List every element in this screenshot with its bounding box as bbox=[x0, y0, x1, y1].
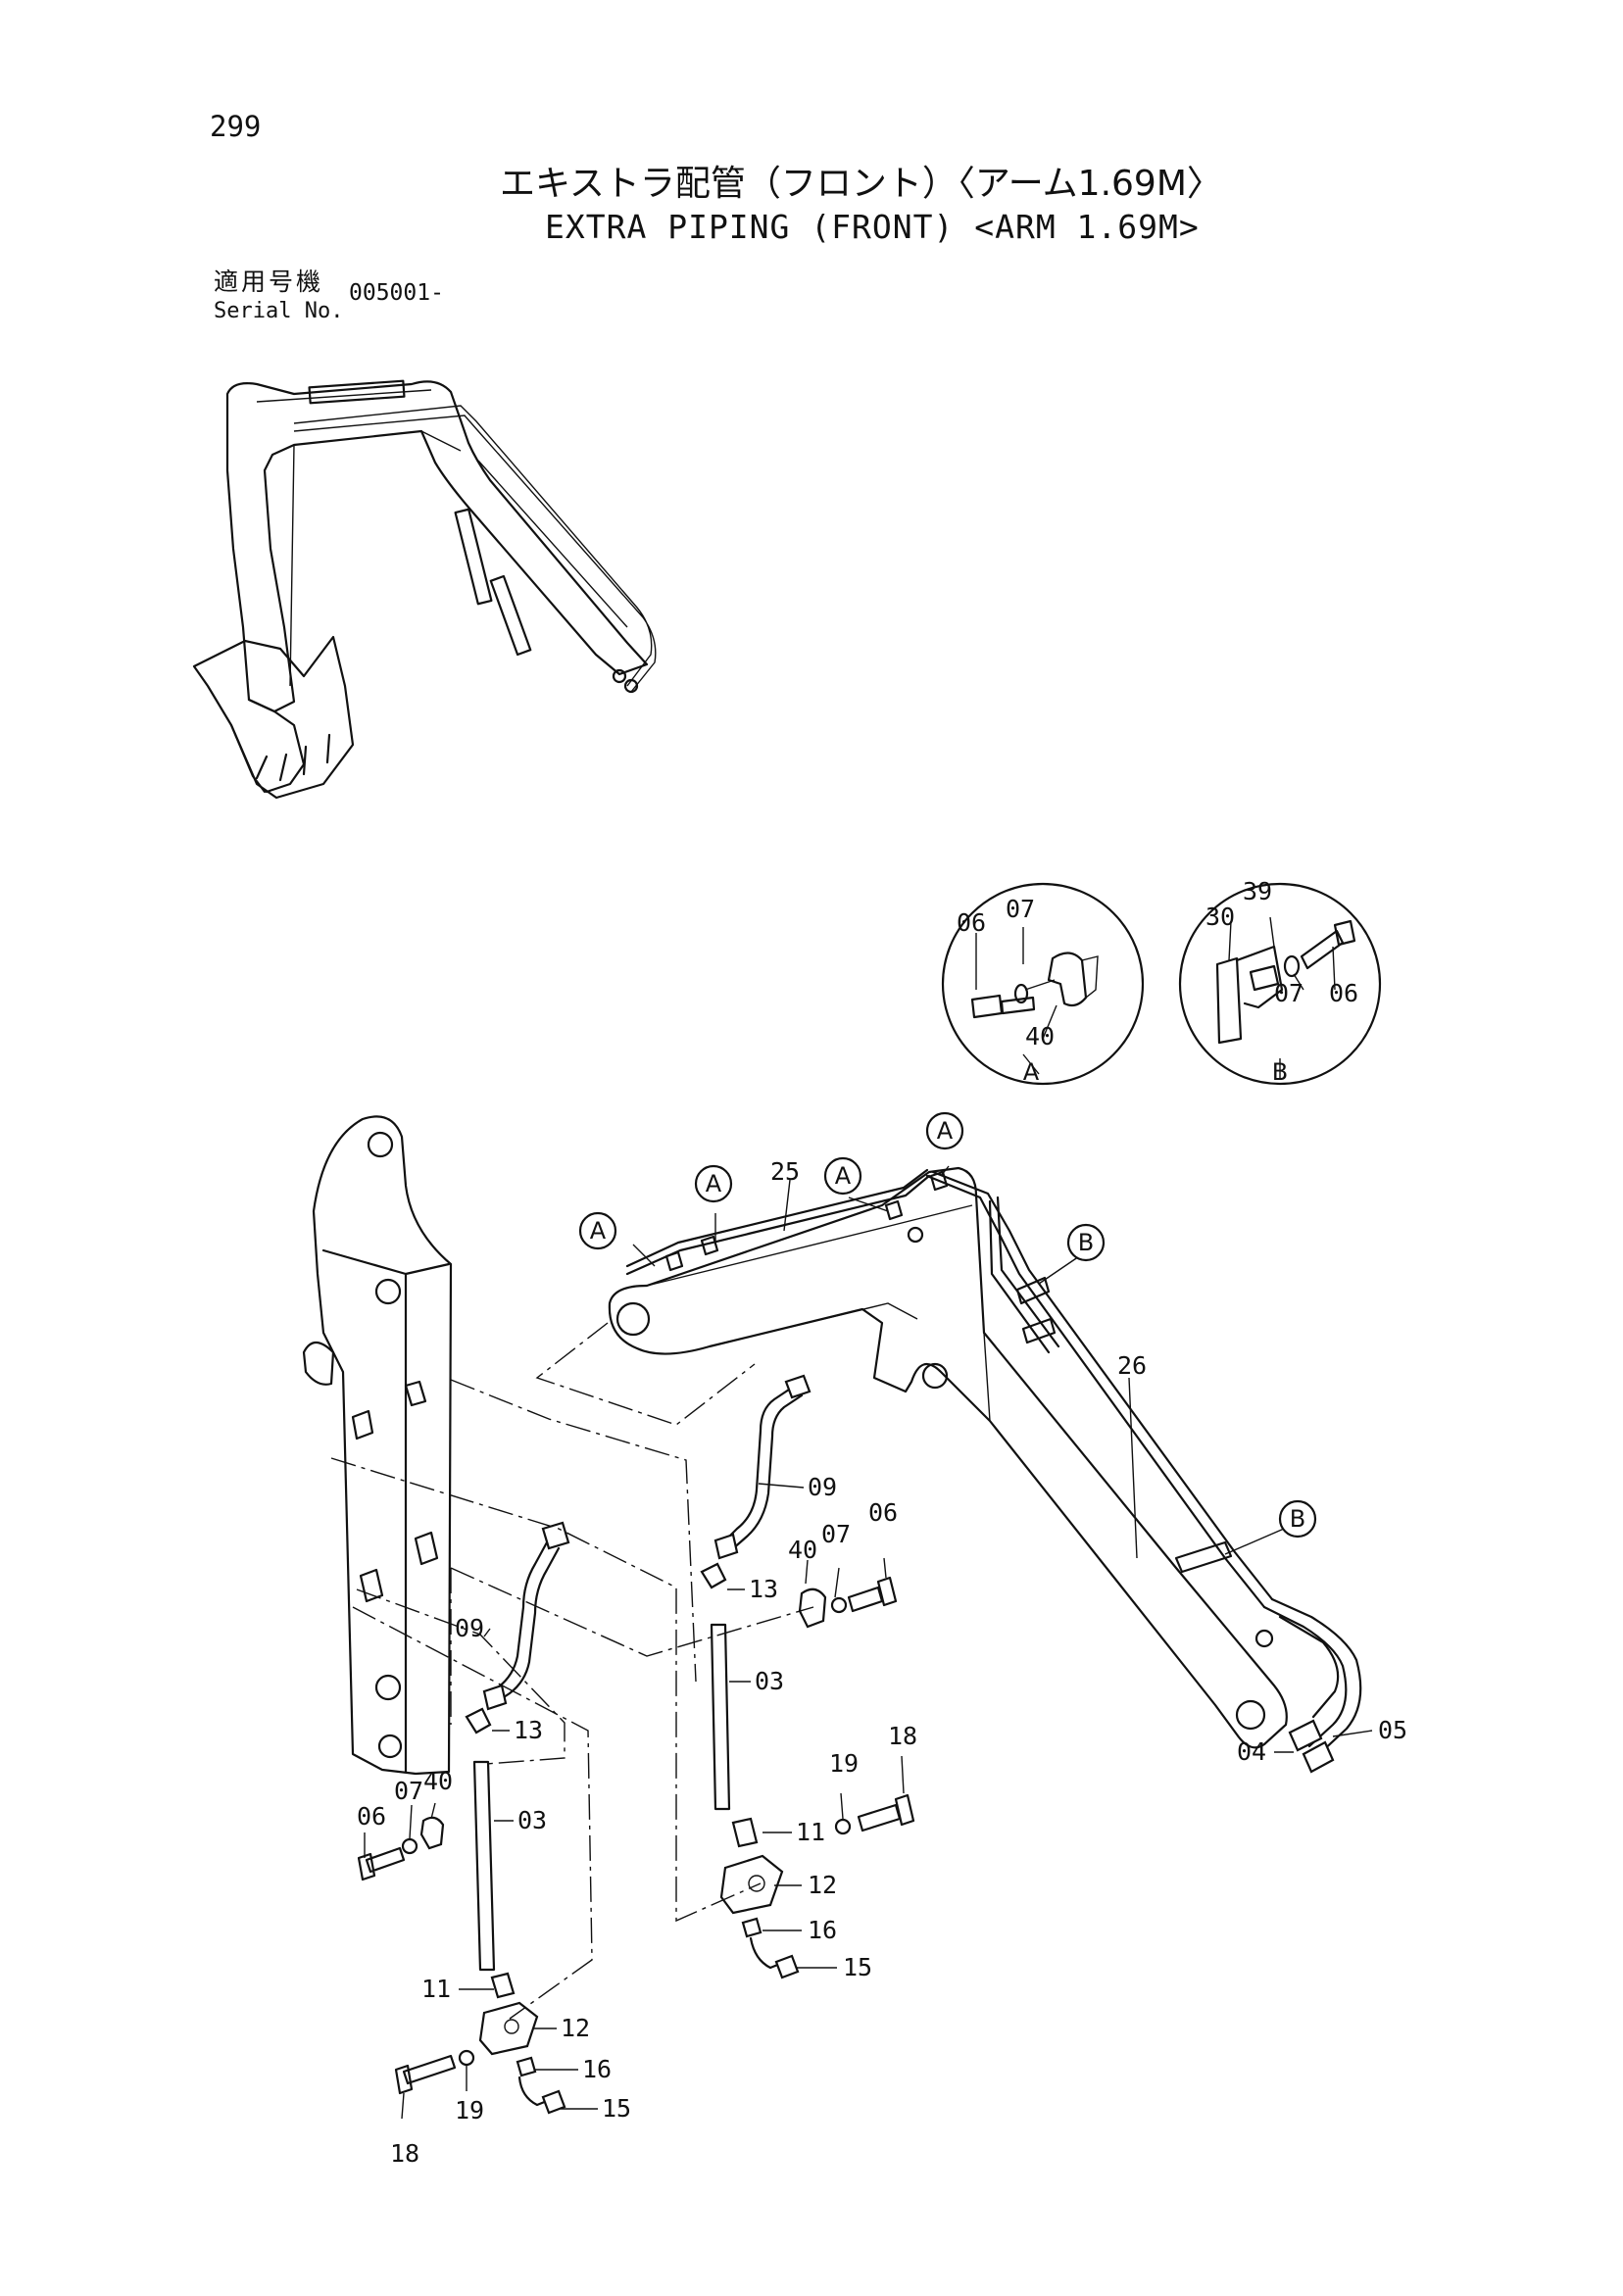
detail-b-part-07: 07 bbox=[1274, 979, 1303, 1007]
boom-structure bbox=[302, 1115, 453, 1776]
detail-view-b bbox=[1178, 882, 1382, 1086]
callout-bubble-a2 bbox=[694, 1164, 733, 1203]
part-label-13-left: 13 bbox=[514, 1716, 543, 1744]
serial-label-japanese: 適用号機 bbox=[214, 268, 324, 296]
part-label-06-mid: 06 bbox=[868, 1498, 898, 1527]
serial-label-english: Serial No. bbox=[214, 299, 344, 323]
part-label-04: 04 bbox=[1237, 1737, 1266, 1766]
callout-letter-a4: A bbox=[937, 1117, 954, 1145]
reference-lines bbox=[330, 1322, 814, 2020]
callout-letter-a3: A bbox=[835, 1162, 852, 1190]
hose-and-pipe-assembly bbox=[357, 1374, 915, 2115]
detail-b-part-06: 06 bbox=[1329, 979, 1358, 1007]
callout-letter-a2: A bbox=[706, 1170, 722, 1197]
part-label-18-left: 18 bbox=[390, 2139, 419, 2168]
part-label-03-right: 03 bbox=[755, 1667, 784, 1695]
part-label-40-mid: 40 bbox=[788, 1536, 817, 1564]
serial-number-value: 005001- bbox=[349, 280, 444, 306]
page-title-english: EXTRA PIPING (FRONT) <ARM 1.69M> bbox=[545, 208, 1200, 246]
part-label-09-left: 09 bbox=[455, 1614, 484, 1642]
part-label-13-right: 13 bbox=[749, 1575, 778, 1603]
part-label-05: 05 bbox=[1378, 1716, 1407, 1744]
part-label-26: 26 bbox=[1117, 1351, 1147, 1380]
part-label-18-right: 18 bbox=[888, 1722, 917, 1750]
detail-a-part-07: 07 bbox=[1006, 895, 1035, 923]
part-label-25: 25 bbox=[770, 1157, 800, 1186]
leader-lines bbox=[364, 916, 1373, 2120]
callout-bubbles: A A A A B B bbox=[578, 1111, 1317, 1539]
part-label-12-left: 12 bbox=[561, 2014, 590, 2042]
callout-letter-a1: A bbox=[590, 1217, 607, 1245]
callout-bubble-b2 bbox=[1278, 1499, 1317, 1539]
overview-excavator-illustration bbox=[192, 379, 657, 800]
part-label-15-left: 15 bbox=[602, 2094, 631, 2123]
part-label-16-left: 16 bbox=[582, 2055, 612, 2083]
detail-a-part-40: 40 bbox=[1025, 1022, 1055, 1050]
part-label-15-right: 15 bbox=[843, 1953, 872, 1981]
part-label-07-left: 07 bbox=[394, 1777, 423, 1805]
detail-view-labels: 07 06 40 A 39 30 06 07 B bbox=[957, 877, 1358, 1086]
part-label-07-mid: 07 bbox=[821, 1520, 851, 1548]
part-label-12-right: 12 bbox=[808, 1871, 837, 1899]
arm-structure bbox=[608, 1166, 1362, 1774]
page-number: 299 bbox=[210, 110, 262, 143]
part-label-11-left: 11 bbox=[421, 1975, 451, 2003]
part-number-labels: 25 26 09 40 07 06 13 03 18 19 11 12 16 1… bbox=[357, 1157, 1407, 2168]
detail-view-a bbox=[941, 882, 1145, 1086]
part-label-19-left: 19 bbox=[455, 2096, 484, 2125]
part-label-03-left: 03 bbox=[517, 1806, 547, 1834]
callout-letter-b2: B bbox=[1290, 1505, 1305, 1533]
detail-a-letter: A bbox=[1023, 1058, 1040, 1086]
callout-bubble-a3 bbox=[823, 1156, 862, 1196]
detail-a-part-06: 06 bbox=[957, 908, 986, 937]
detail-b-part-39: 39 bbox=[1243, 877, 1272, 905]
part-label-19-right: 19 bbox=[829, 1749, 859, 1778]
callout-bubble-a1 bbox=[578, 1211, 617, 1250]
part-label-40-left: 40 bbox=[423, 1767, 453, 1795]
part-label-09-right: 09 bbox=[808, 1473, 837, 1501]
callout-letter-b1: B bbox=[1078, 1229, 1094, 1256]
part-label-16-right: 16 bbox=[808, 1916, 837, 1944]
page-title-japanese: エキストラ配管（フロント）〈アーム1.69M〉 bbox=[500, 164, 1222, 204]
detail-b-letter: B bbox=[1272, 1058, 1288, 1086]
part-label-06-left: 06 bbox=[357, 1802, 386, 1831]
callout-bubble-a4 bbox=[925, 1111, 964, 1150]
part-label-11-right: 11 bbox=[796, 1818, 825, 1846]
callout-bubble-b1 bbox=[1066, 1223, 1106, 1262]
detail-b-part-30: 30 bbox=[1205, 903, 1235, 931]
